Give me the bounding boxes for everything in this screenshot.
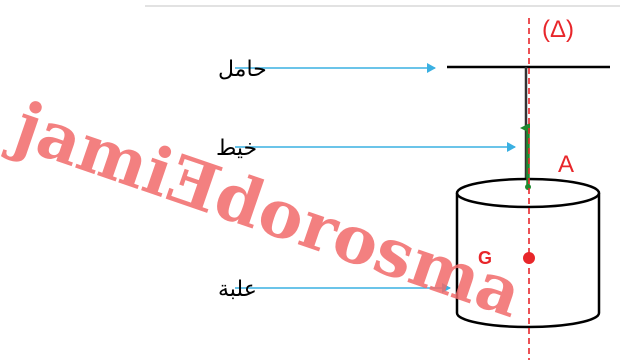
point-a-label: A bbox=[558, 151, 574, 178]
support-label: حامل bbox=[218, 57, 267, 82]
can-label: علبة bbox=[218, 277, 257, 302]
axis-label: (Δ) bbox=[542, 16, 574, 43]
point-a-marker bbox=[525, 184, 531, 190]
thread-label: خيط bbox=[216, 136, 257, 161]
watermark-text: jamiƎdorosma bbox=[0, 85, 532, 333]
point-g-label: G bbox=[478, 248, 492, 268]
center-of-gravity-point bbox=[523, 252, 535, 264]
